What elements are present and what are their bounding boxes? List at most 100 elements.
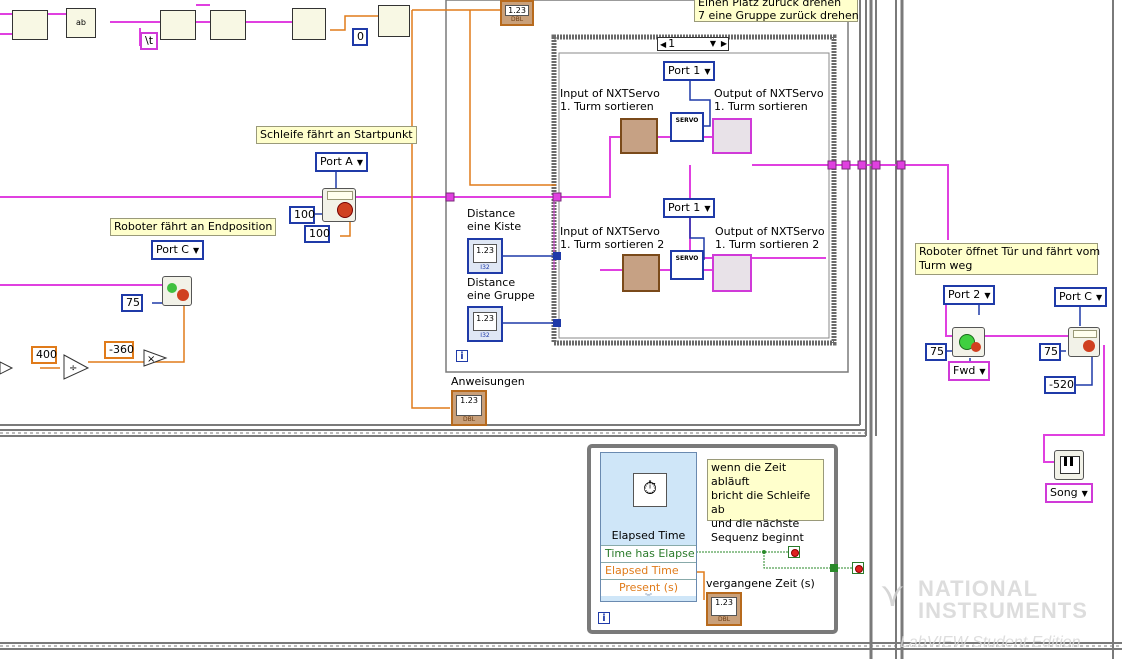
distance-box-control[interactable]: 1.23 I32 [467,238,503,274]
numeric-indicator-top[interactable]: 1.23 DBL [500,0,534,26]
distance-group-label: Distance eine Gruppe [467,276,535,302]
zero-constant[interactable]: 0 [352,28,368,46]
ni-brand-line2: INSTRUMENTS [918,598,1088,623]
port-c-selector-right[interactable]: Port C▼ [1054,287,1108,307]
case-next-icon[interactable]: ▶ [720,39,727,48]
comment-line: Turm weg [919,259,973,272]
nxtservo-input-bottom[interactable] [622,254,660,292]
comment-elapsed: wenn die Zeit abläuft bricht die Schleif… [707,459,824,544]
motor-red-icon [337,202,353,218]
servo-port-bottom[interactable]: Port 1▼ [663,198,716,218]
label-line: 1. Turm sortieren 2 [560,238,665,251]
servo-port-top[interactable]: Port 1▼ [663,61,716,81]
port-c-label: Port C [156,243,189,256]
motor-red-icon [177,289,189,301]
servo-vi-bottom[interactable]: SERVO [670,250,704,280]
motor-red-icon [971,342,981,352]
servo-port-top-label: Port 1 [668,64,701,77]
input-nxtservo-bottom-label: Input of NXTServo 1. Turm sortieren 2 [560,225,664,251]
anweisungen-indicator[interactable]: 1.23 DBL [451,390,487,426]
song-selector[interactable]: Song▼ [1045,483,1093,503]
nxtservo-output-top[interactable] [712,118,752,154]
dropdown-arrow-icon: ▼ [356,158,363,167]
input-nxtservo-top-label: Input of NXTServo 1. Turm sortieren [560,87,660,113]
motor-c-vi-right[interactable] [1068,327,1100,357]
direction-label: Fwd [953,364,976,377]
indicator-value: 1.23 [711,597,737,616]
elapsed-row-elapsed-time[interactable]: Elapsed Time (s) [601,562,696,593]
stopwatch-icon: ⏱ [633,473,667,507]
play-song-vi[interactable] [1054,450,1084,480]
control-type: I32 [480,332,490,339]
comment-start-point: Schleife fährt an Startpunkt [256,126,417,144]
vi-icon-1[interactable] [12,10,48,40]
loop-iteration-terminal[interactable]: i [456,350,468,362]
vi-icon-6[interactable] [378,5,410,37]
motor-a-vi[interactable] [322,188,356,222]
anweisungen-label: Anweisungen [451,375,525,388]
comment-line: wenn die Zeit abläuft [711,461,787,488]
ni-brand-line1: NATIONAL [918,576,1039,601]
ni-eagle-icon: ⋎ [880,575,905,615]
elapsed-loop-iteration[interactable]: i [598,612,610,624]
vi-icon-3[interactable] [160,10,196,40]
const-400[interactable]: 400 [31,346,57,364]
case-selector[interactable]: ◀1 ▼ ▶ [657,37,729,51]
motor-ruler-icon [1073,330,1097,338]
port-c-selector-left[interactable]: Port C▼ [151,240,205,260]
case-dropdown-icon[interactable]: ▼ [709,39,716,48]
indicator-value: 1.23 [456,395,482,416]
port-2-selector[interactable]: Port 2▼ [943,285,996,305]
indicator-type: DBL [717,616,731,623]
servo-port-bottom-label: Port 1 [668,201,701,214]
label-line: 1. Turm sortieren 2 [715,238,820,251]
expand-chevron-icon[interactable]: ︾ [645,593,652,601]
label-line: Input of NXTServo [560,225,660,238]
dropdown-arrow-icon: ▼ [192,246,200,255]
tab-constant[interactable]: \t [140,32,158,50]
stop-indicator-inner[interactable] [788,546,800,558]
nxtservo-output-bottom[interactable] [712,254,752,292]
comment-line: Sequenz beginnt [711,531,804,544]
vi-icon-5[interactable] [292,8,326,40]
speed-a-constant[interactable]: 100 [289,206,315,224]
elapsed-row-present[interactable]: Present (s) [601,579,696,596]
comment-open-door: Roboter öffnet Tür und fährt vom Turm we… [915,243,1100,275]
servo-vi-top[interactable]: SERVO [670,112,704,142]
vi-icon-2[interactable]: ab [66,8,96,38]
degrees-constant[interactable]: -520 [1044,376,1076,394]
control-type: I32 [480,264,490,271]
power-right-constant[interactable]: 75 [1039,343,1061,361]
rotation-a-constant[interactable]: 100 [304,225,330,243]
dropdown-arrow-icon: ▼ [979,367,986,376]
svg-text:÷: ÷ [69,363,77,374]
label-line: Output of NXTServo [715,225,825,238]
vi-icon-4[interactable] [210,10,246,40]
dropdown-arrow-icon: ▼ [1081,489,1088,498]
elapsed-row-time-has-elapsed[interactable]: Time has Elapse [601,545,696,562]
label-line: eine Kiste [467,220,522,233]
nxtservo-input-top[interactable] [620,118,658,154]
svg-text:×: × [147,354,155,365]
light-sensor-vi[interactable] [952,327,985,357]
motor-c-vi-left[interactable] [162,276,192,306]
elapsed-time-express-vi[interactable]: ⏱ Elapsed Time Time has Elapse Elapsed T… [600,452,697,602]
elapsed-indicator[interactable]: 1.23 DBL [706,592,742,626]
comment-line: und die nächste [711,517,800,530]
port-a-selector[interactable]: Port A▼ [315,152,368,172]
label-line: Input of NXTServo [560,87,660,100]
motor-red-icon [1083,340,1095,352]
distance-box-label: Distance eine Kiste [467,207,521,233]
comment-line: bricht die Schleife ab [711,489,811,516]
direction-fwd-selector[interactable]: Fwd▼ [948,361,991,381]
case-prev-icon[interactable]: ◀ [660,40,667,49]
indicator-value: 1.23 [505,5,529,16]
power-left-constant[interactable]: 75 [925,343,947,361]
case-selector-value: 1 [668,37,676,50]
label-line: Distance [467,276,516,289]
distance-group-control[interactable]: 1.23 I32 [467,306,503,342]
const-neg-360[interactable]: -360 [104,341,134,359]
power-c-constant-left[interactable]: 75 [121,294,143,312]
stop-terminal-outer[interactable] [852,562,864,574]
